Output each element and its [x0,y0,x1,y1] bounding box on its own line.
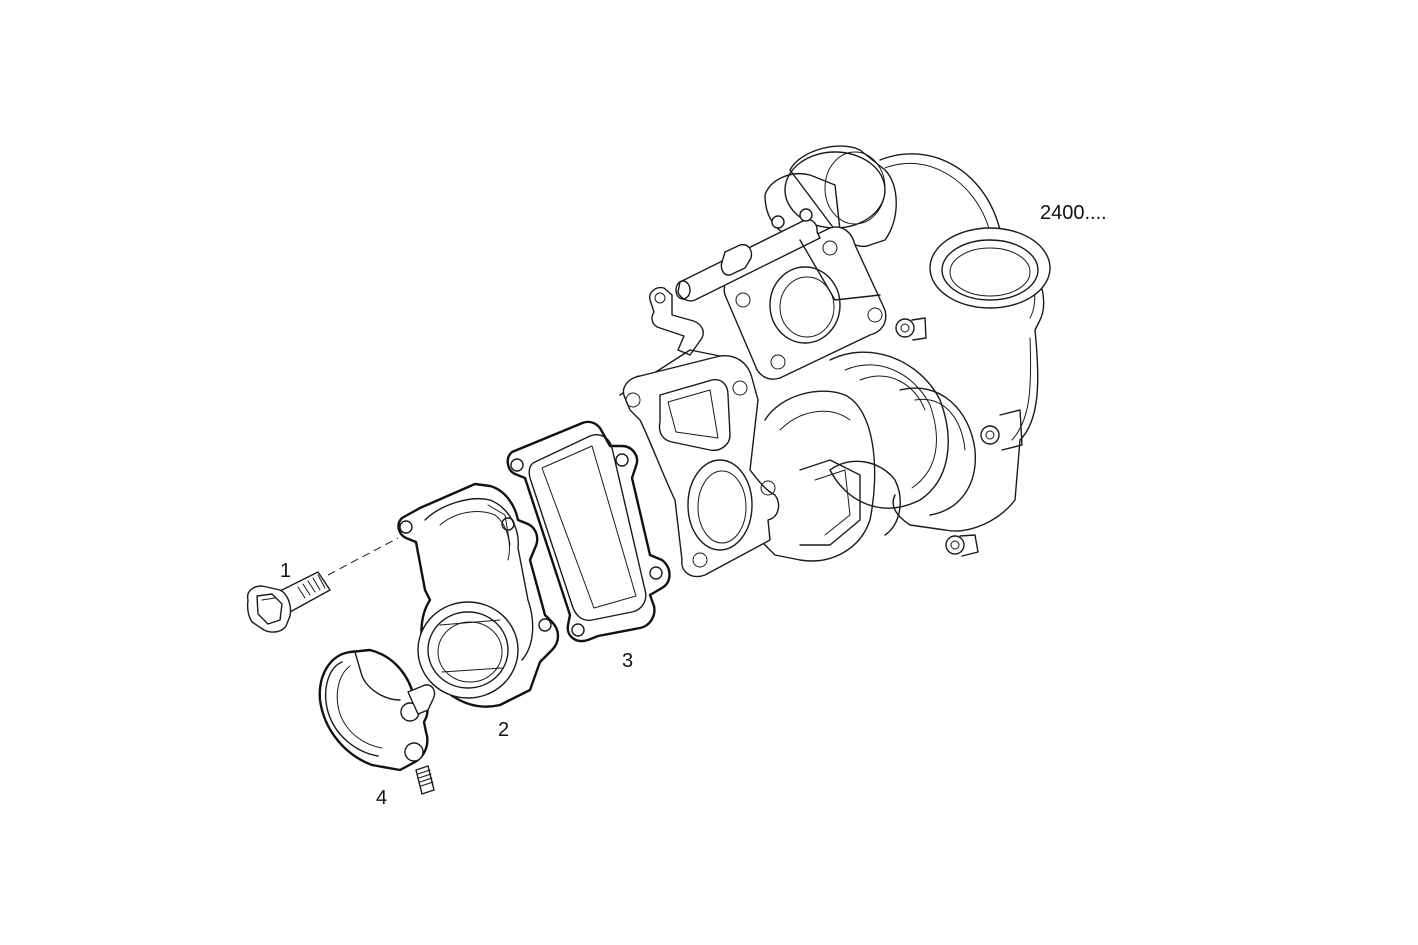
part-3-label: 3 [622,650,633,672]
housing-bolt-icon [895,317,927,341]
wastegate-actuator-rod [675,208,881,302]
assembly-label: 2400.... [1040,202,1107,224]
part-4-label: 4 [376,787,387,809]
part-1-label: 1 [280,560,291,582]
gasket-part-3 [506,420,671,643]
turbocharger-assembly [619,145,1051,578]
housing-bolt-icon [945,534,979,557]
bolt-part-1 [246,537,399,633]
adapter-flange-part-2 [397,482,560,708]
vband-clamp-part-4 [318,648,436,795]
housing-bolt-icon [980,409,1023,451]
part-2-label: 2 [498,719,509,741]
